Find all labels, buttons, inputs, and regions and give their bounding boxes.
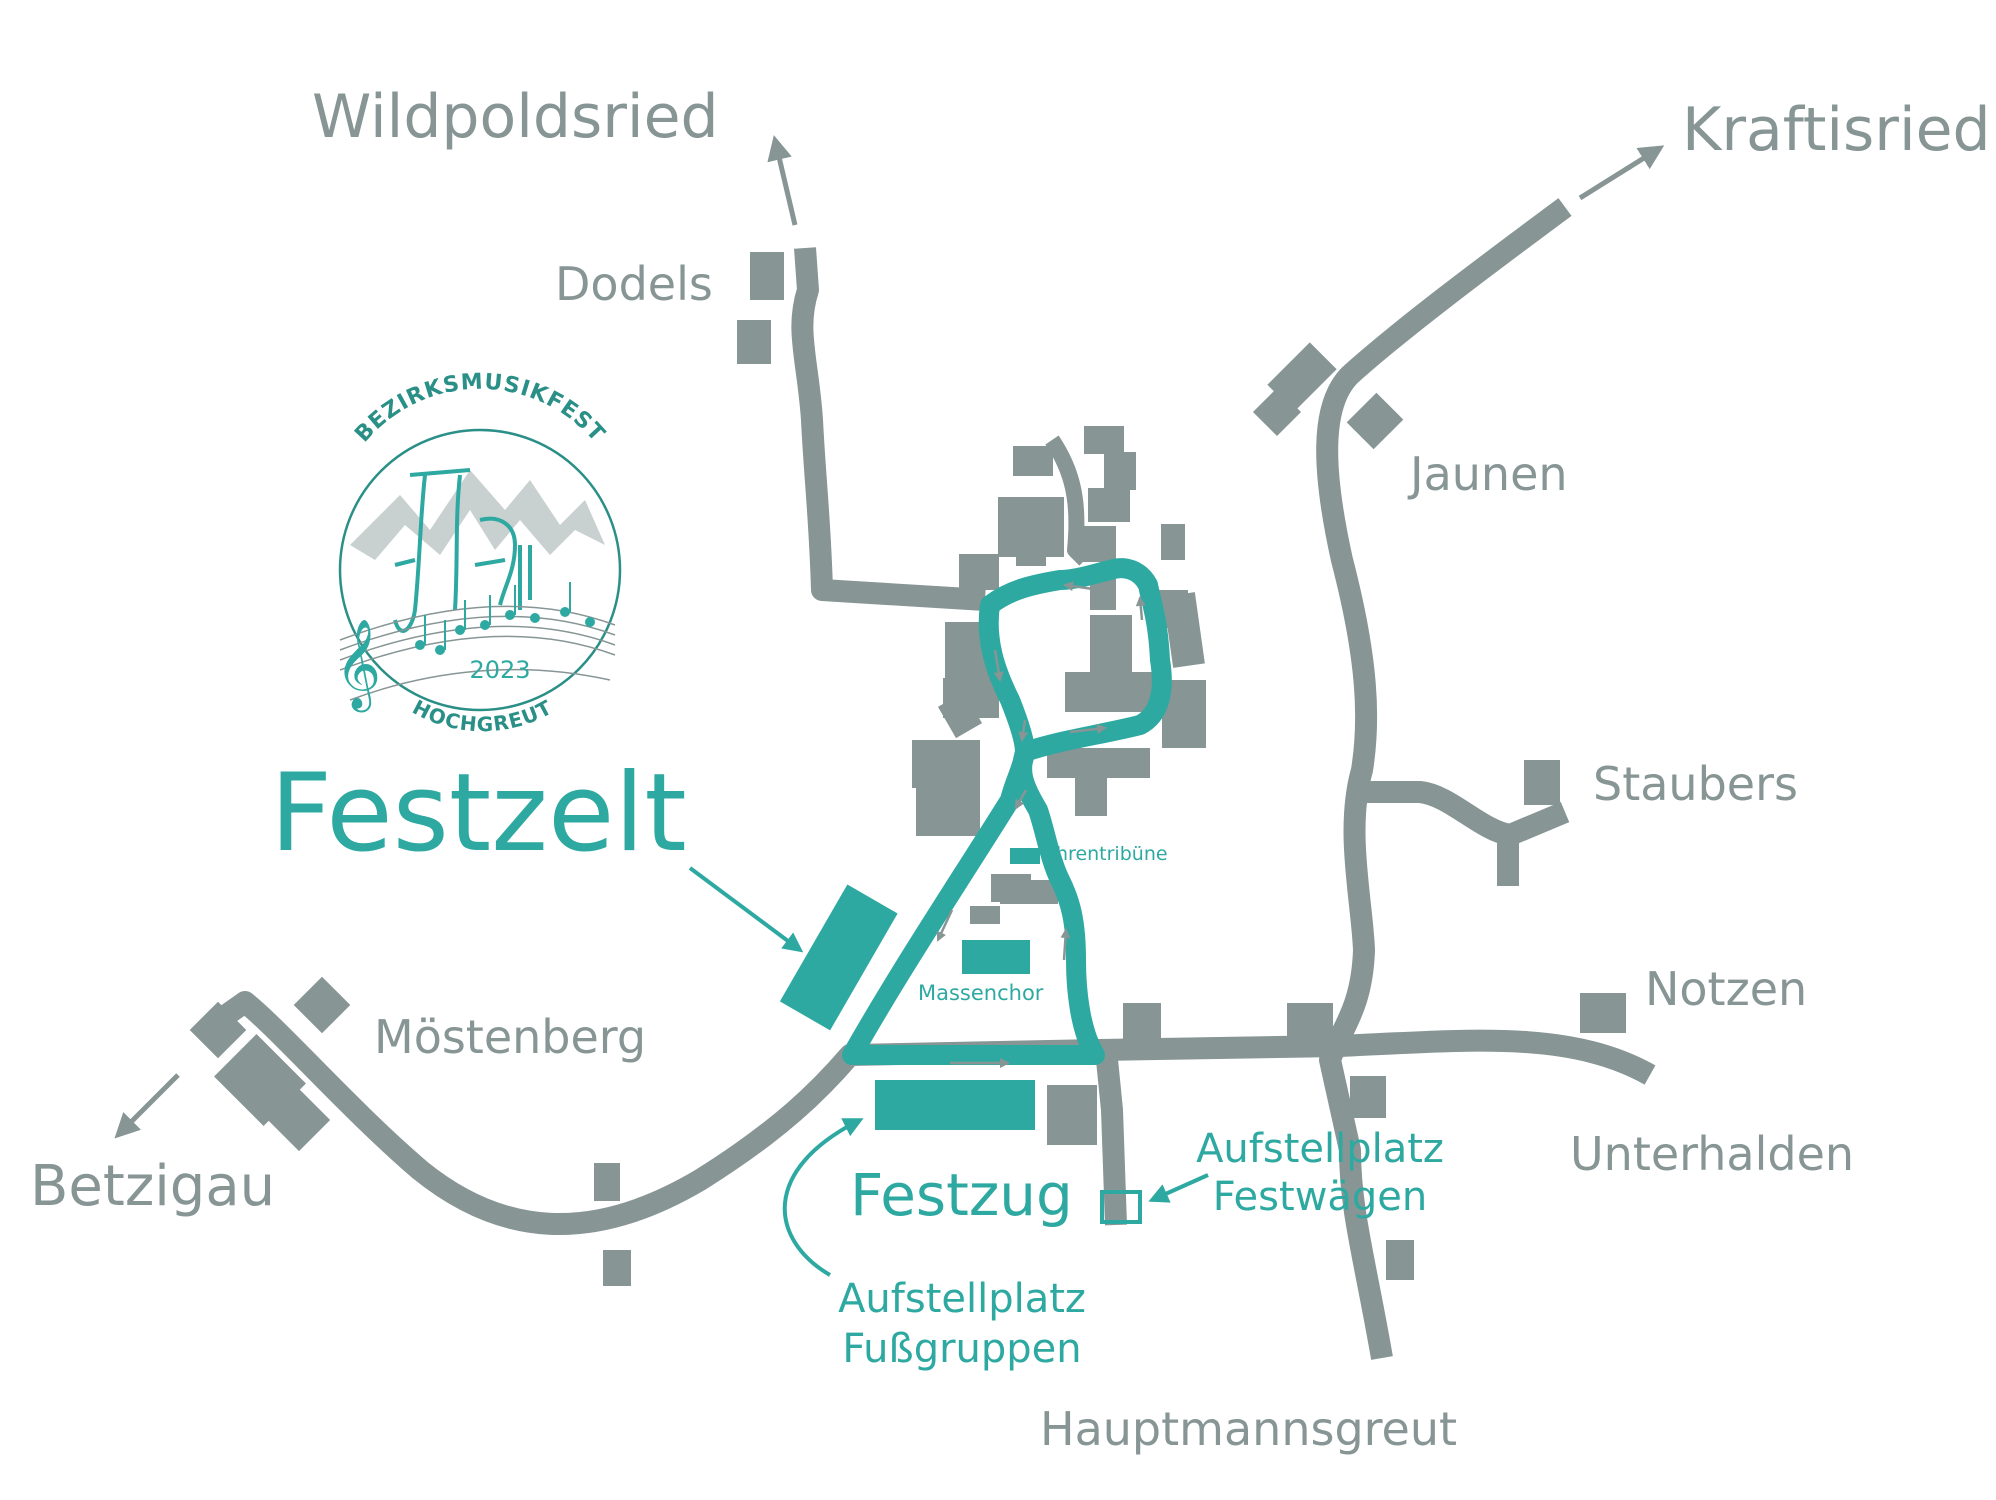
logo-mountains [350, 470, 605, 560]
label-festzelt: Festzelt [270, 751, 687, 876]
label-ehrentribuene: Ehrentribüne [1044, 843, 1168, 865]
event-structures [779, 848, 1142, 1224]
festzug-start-area [875, 1080, 1035, 1130]
logo-ring [338, 428, 622, 712]
event-labels: Festzelt Festzug Ehrentribüne Massenchor… [270, 751, 1444, 1372]
route-triangle [842, 558, 1172, 1065]
label-unterhalden: Unterhalden [1570, 1127, 1854, 1181]
logo-location-arc: HOCHGREUT [409, 695, 556, 736]
label-festwaegen-line2: Festwägen [1213, 1174, 1428, 1220]
route-arrows [936, 581, 1146, 1068]
direction-arrows [114, 135, 1665, 1139]
label-staubers: Staubers [1593, 757, 1798, 811]
logo-title-arc: BEZIRKSMUSIKFEST [350, 369, 608, 447]
massenchor-stage [962, 940, 1030, 974]
label-festwaegen-line1: Aufstellplatz [1196, 1126, 1444, 1172]
logo-year: 2023 [469, 656, 530, 684]
arrow-icon-betzigau [114, 1073, 180, 1139]
label-betzigau: Betzigau [30, 1154, 275, 1219]
road-south [1095, 1048, 1127, 1226]
label-massenchor: Massenchor [918, 981, 1044, 1005]
festzelt-tent [779, 884, 898, 1031]
label-moestenberg: Möstenberg [374, 1010, 646, 1064]
label-notzen: Notzen [1645, 962, 1807, 1016]
label-dodels: Dodels [555, 257, 713, 311]
arrow-icon-kraftisried [1578, 145, 1665, 201]
label-fussgruppen-line1: Aufstellplatz [838, 1276, 1086, 1322]
ehrentribuene-stand [1010, 848, 1040, 864]
label-hauptmannsgreut: Hauptmannsgreut [1040, 1402, 1457, 1456]
road-east-jaunen [1316, 198, 1572, 1360]
festzug-route [842, 558, 1172, 1065]
label-fussgruppen-line2: Fußgruppen [842, 1326, 1081, 1372]
arrow-icon-wildpoldsried [767, 135, 798, 226]
aufstellplatz-festwaegen-box [1100, 1190, 1142, 1224]
svg-text:BEZIRKSMUSIKFEST: BEZIRKSMUSIKFEST [350, 369, 609, 447]
place-labels: Wildpoldsried Kraftisried Dodels Jaunen … [30, 82, 1991, 1456]
label-festzug: Festzug [850, 1161, 1073, 1229]
arrow-icon-fussgruppen [782, 1118, 864, 1277]
svg-text:HOCHGREUT: HOCHGREUT [409, 695, 557, 736]
roads [201, 198, 1656, 1360]
road-village-north [1045, 435, 1091, 566]
road-north-dodels [791, 247, 986, 611]
callout-arrows [688, 866, 1209, 1277]
label-wildpoldsried: Wildpoldsried [312, 82, 719, 152]
label-jaunen: Jaunen [1407, 447, 1568, 501]
label-kraftisried: Kraftisried [1682, 95, 1991, 165]
road-staubers [1356, 781, 1570, 846]
arrow-icon-festzelt [688, 866, 804, 953]
festival-logo: 𝄞 BEZIRKSMUSIKFEST 2023 HOCHGREUT [335, 369, 622, 736]
road-main [201, 991, 1656, 1235]
arrow-icon-festwaegen [1148, 1173, 1209, 1203]
treble-clef-icon: 𝄞 [335, 619, 381, 713]
